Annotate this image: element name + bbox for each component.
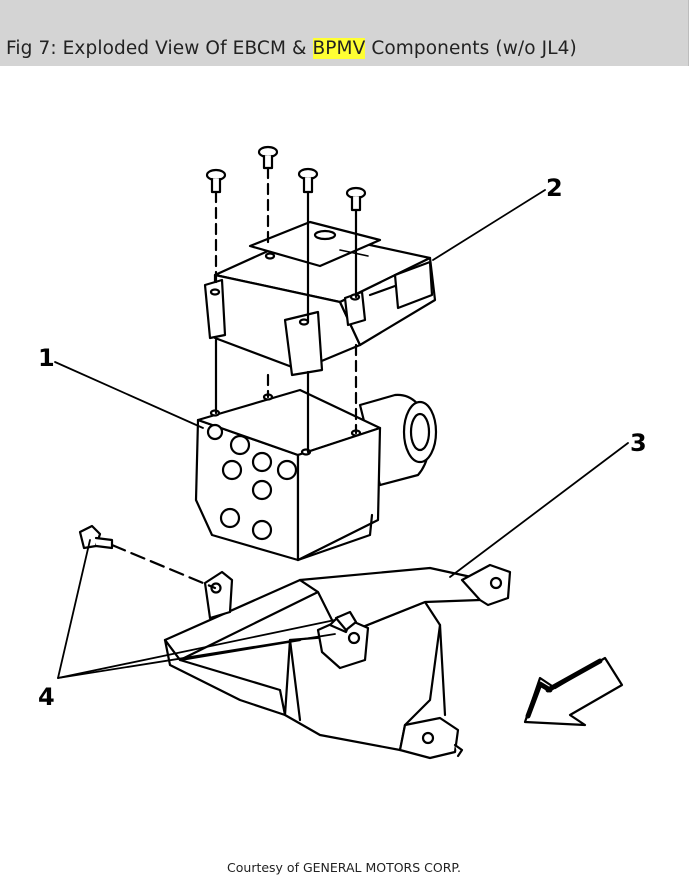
mounting-bracket — [163, 563, 512, 760]
mounting-bolt — [78, 524, 358, 632]
module-screws — [205, 145, 367, 212]
callout-leaders — [54, 189, 629, 679]
front-direction-arrow — [523, 656, 624, 727]
bpmv-block — [194, 388, 438, 562]
callout-1: 1 — [38, 344, 55, 372]
title-suffix: Components (w/o JL4) — [365, 38, 577, 59]
assembly-guide-lines — [110, 166, 358, 590]
figure-title: Fig 7: Exploded View Of EBCM & BPMV Comp… — [6, 38, 577, 59]
courtesy-credit: Courtesy of GENERAL MOTORS CORP. — [227, 860, 461, 875]
exploded-view-diagram: 1 2 3 4 — [38, 145, 647, 760]
title-highlight: BPMV — [312, 38, 366, 59]
callout-2: 2 — [546, 174, 563, 202]
callout-3: 3 — [630, 429, 647, 457]
callout-4: 4 — [38, 683, 55, 711]
title-prefix: Fig 7: Exploded View Of EBCM & — [6, 38, 313, 59]
ebcm-module — [203, 220, 437, 377]
title-bar: Fig 7: Exploded View Of EBCM & BPMV Comp… — [0, 0, 689, 66]
